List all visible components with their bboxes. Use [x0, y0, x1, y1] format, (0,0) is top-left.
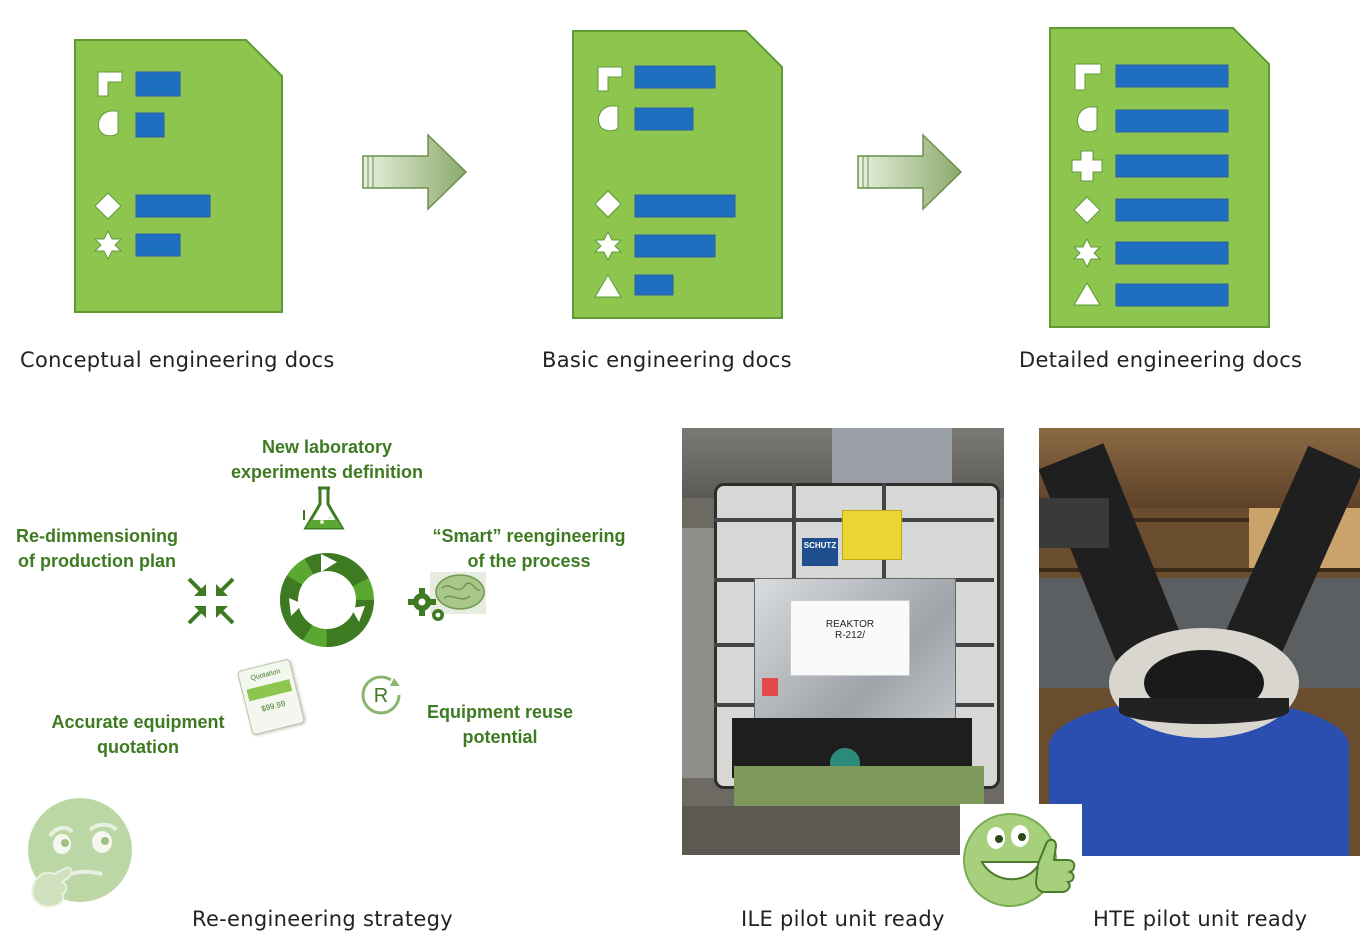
arrow-right-icon — [362, 133, 468, 211]
flask-icon — [303, 486, 345, 530]
svg-text:R: R — [374, 685, 388, 707]
conceptual-doc-icon — [74, 39, 283, 313]
strategy-label-reuse: Equipment reuse potential — [426, 702, 574, 747]
basic-docs-caption: Basic engineering docs — [542, 348, 792, 372]
detailed-doc-icon — [1049, 27, 1270, 328]
strategy-label-smart: “Smart” reengineering of the process — [432, 526, 626, 571]
strategy-caption: Re-engineering strategy — [192, 907, 453, 931]
detailed-docs-caption: Detailed engineering docs — [1019, 348, 1303, 372]
thinking-face-icon — [28, 798, 132, 908]
compress-icon — [187, 577, 235, 625]
gears-brain-icon — [408, 572, 486, 621]
thumbs-up-face-icon — [960, 804, 1082, 908]
hte-pilot-photo — [1039, 428, 1360, 856]
conceptual-docs-caption: Conceptual engineering docs — [20, 348, 335, 372]
cycle-icon — [280, 553, 374, 647]
strategy-label-lab: New laboratory experiments definition — [230, 437, 424, 482]
basic-doc-icon — [572, 30, 783, 319]
ile-caption: ILE pilot unit ready — [741, 907, 945, 931]
ile-pilot-photo: SCHUTZ REAKTOR R-212/ — [682, 428, 1004, 855]
strategy-label-redim: Re-dimmensioning of production plan — [15, 526, 178, 571]
hte-caption: HTE pilot unit ready — [1093, 907, 1308, 931]
strategy-label-quotation: Accurate equipment quotation — [51, 712, 225, 757]
arrow-right-icon — [857, 133, 963, 211]
reuse-icon: R — [361, 675, 401, 715]
quotation-bag-icon: Quotation $99.99 — [236, 658, 306, 736]
